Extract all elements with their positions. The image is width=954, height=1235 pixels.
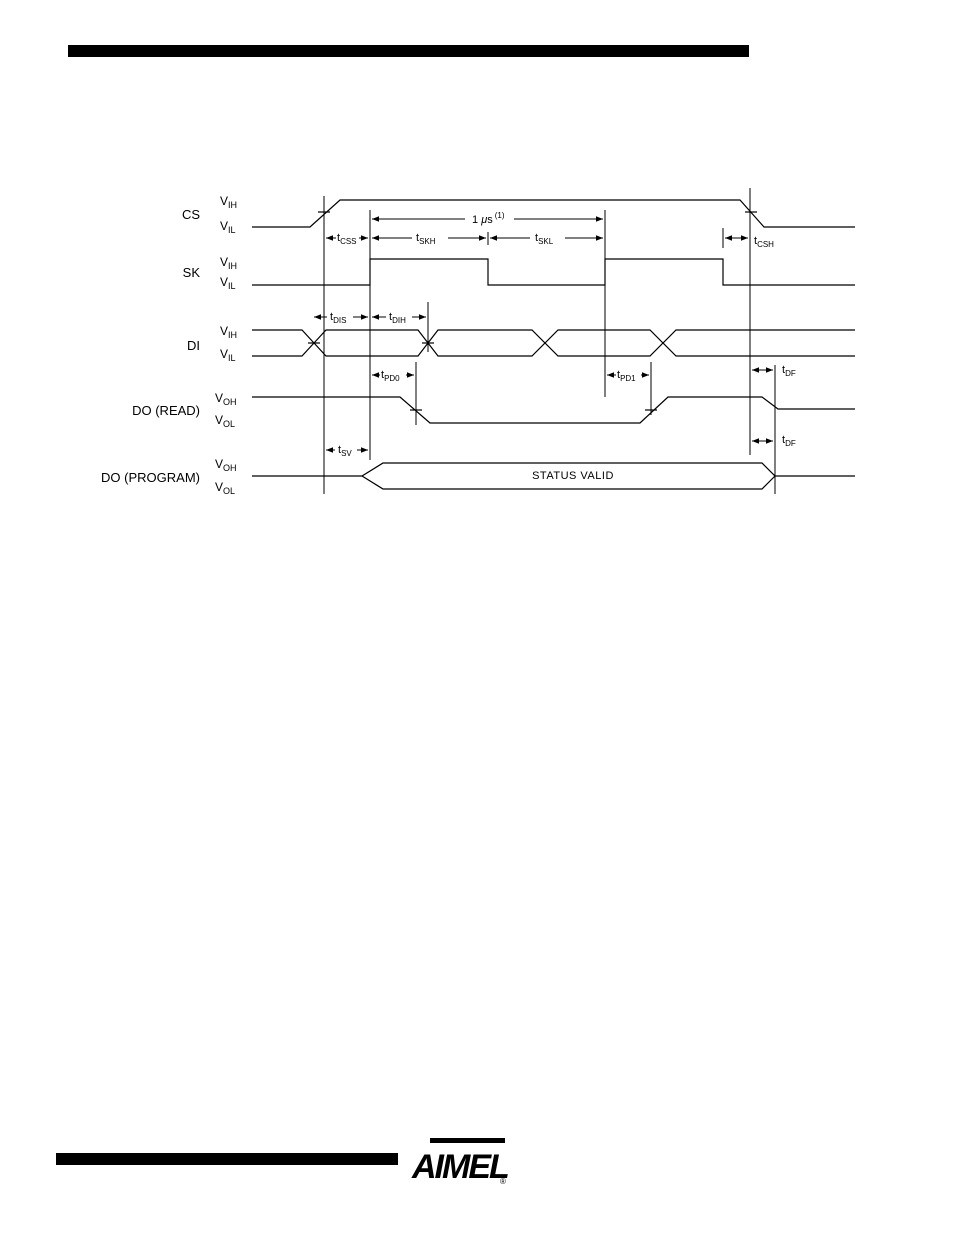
level-label-high: VIH bbox=[220, 324, 237, 340]
svg-text:AIMEL: AIMEL bbox=[411, 1148, 508, 1186]
tskh-label: tSKH bbox=[416, 232, 436, 246]
signal-label-do-read: DO (READ) bbox=[132, 403, 200, 418]
cs-waveform bbox=[252, 200, 855, 227]
level-label-low: VOL bbox=[215, 413, 235, 429]
tdih-label: tDIH bbox=[389, 311, 406, 325]
tpd0-label: tPD0 bbox=[381, 369, 400, 383]
signal-label-do-program: DO (PROGRAM) bbox=[101, 470, 200, 485]
footer-rule bbox=[56, 1153, 398, 1165]
tcsh-label: tCSH bbox=[754, 235, 774, 249]
do-read-waveform bbox=[252, 397, 855, 423]
level-label-low: VOL bbox=[215, 480, 235, 496]
tdf-program-label: tDF bbox=[782, 434, 796, 448]
tsv-label: tSV bbox=[338, 444, 352, 458]
signal-label-di: DI bbox=[187, 338, 200, 353]
atmel-logo: AIMEL ® bbox=[411, 1138, 508, 1186]
tcss-label: tCSS bbox=[337, 232, 357, 246]
status-valid-label: STATUS VALID bbox=[532, 470, 614, 482]
tdf-read-label: tDF bbox=[782, 364, 796, 378]
level-label-high: VIH bbox=[220, 255, 237, 271]
sk-waveform bbox=[252, 259, 855, 285]
period-label: 1 μs(1) bbox=[472, 211, 505, 226]
di-waveform-top bbox=[252, 330, 855, 343]
level-label-low: VIL bbox=[220, 275, 236, 291]
tdis-label: tDIS bbox=[330, 311, 346, 325]
di-waveform-bottom bbox=[252, 343, 855, 356]
level-label-high: VOH bbox=[215, 457, 237, 473]
level-label-low: VIL bbox=[220, 347, 236, 363]
svg-text:®: ® bbox=[500, 1177, 506, 1186]
level-label-high: VIH bbox=[220, 194, 237, 210]
tskl-label: tSKL bbox=[535, 232, 554, 246]
level-label-low: VIL bbox=[220, 219, 236, 235]
signal-label-cs: CS bbox=[182, 207, 200, 222]
level-label-high: VOH bbox=[215, 391, 237, 407]
signal-label-sk: SK bbox=[183, 265, 201, 280]
tpd1-label: tPD1 bbox=[617, 369, 636, 383]
